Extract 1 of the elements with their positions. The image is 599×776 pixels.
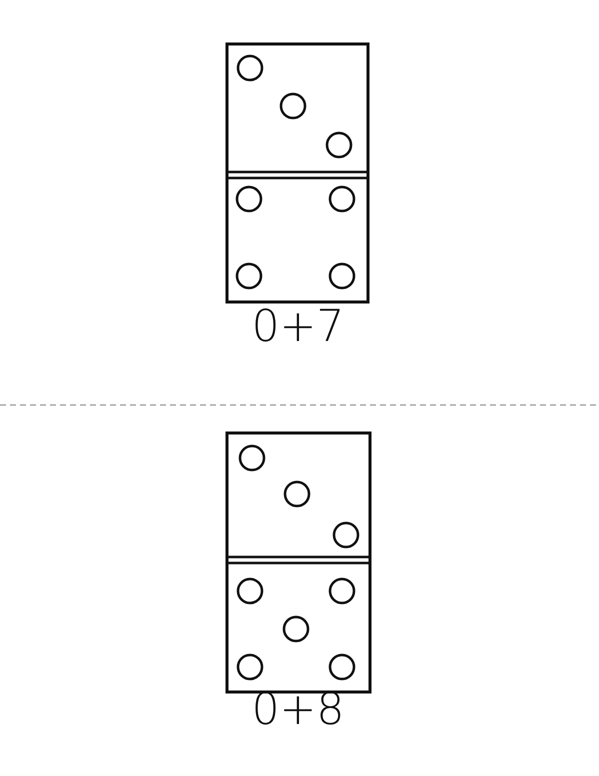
- sum-label: 0+7: [250, 305, 346, 349]
